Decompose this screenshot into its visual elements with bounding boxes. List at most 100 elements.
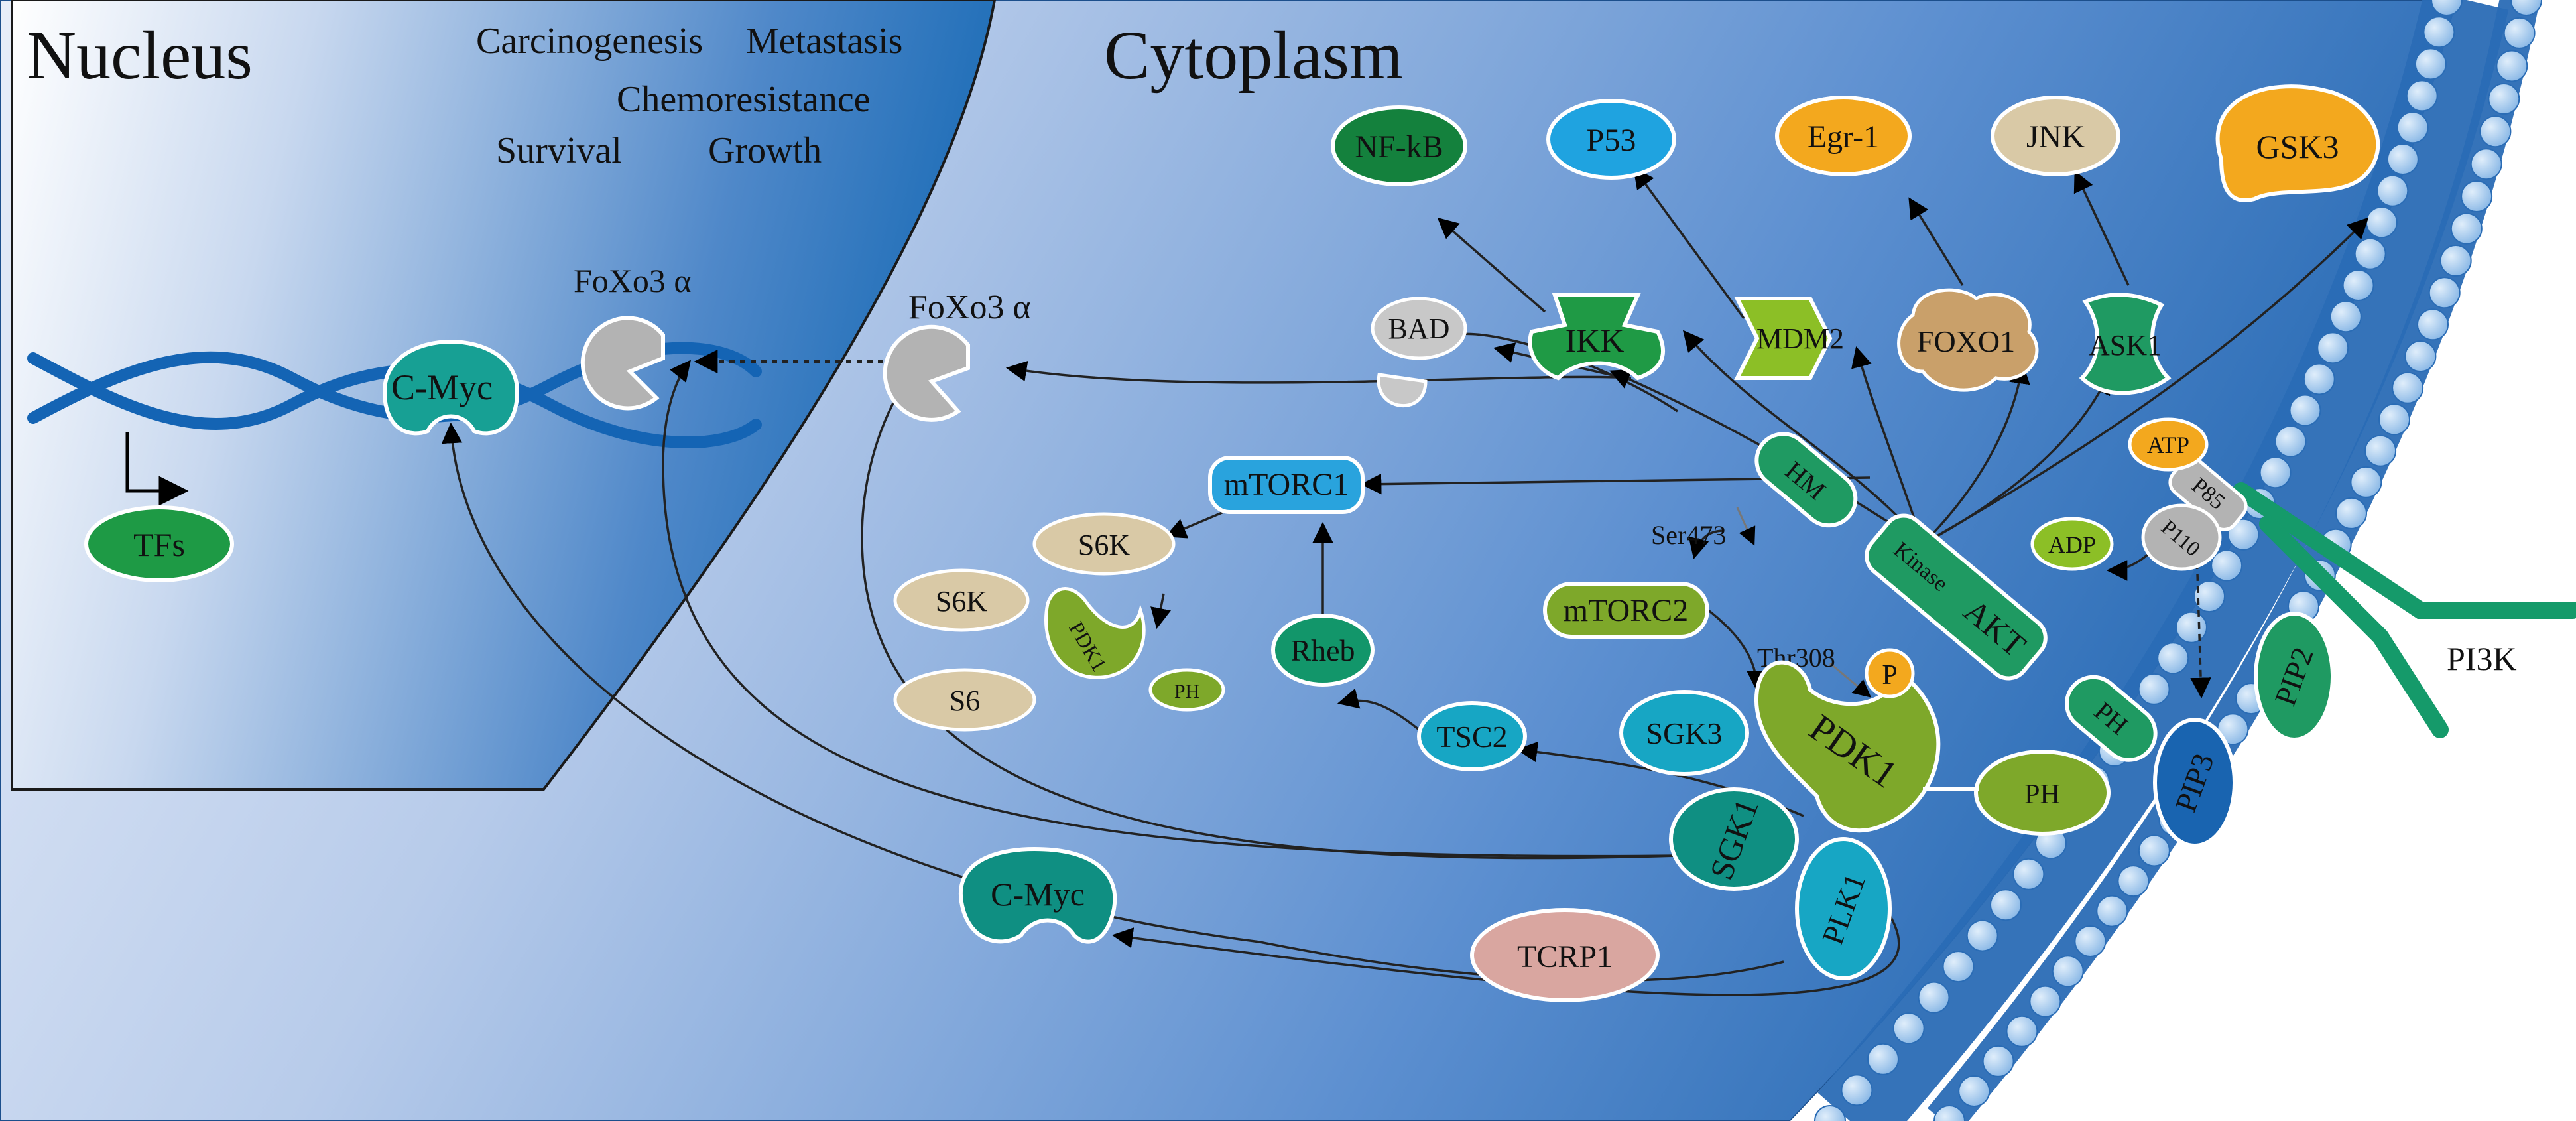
lipid-bead	[2117, 865, 2150, 897]
s6k-node-1: S6K	[1032, 512, 1176, 576]
svg-text:PH: PH	[2024, 779, 2060, 810]
p110-node: P110	[2141, 503, 2222, 571]
svg-text:mTORC2: mTORC2	[1564, 593, 1688, 628]
sgk1-node: SGK1	[1669, 787, 1799, 891]
outcome-survival: Survival	[496, 130, 622, 171]
lipid-bead	[1990, 889, 2022, 921]
svg-text:ATP: ATP	[2147, 432, 2189, 458]
lipid-bead	[2386, 143, 2419, 175]
lipid-bead	[2096, 895, 2128, 927]
lipid-bead	[2012, 858, 2045, 890]
lipid-bead	[2392, 371, 2424, 404]
lipid-bead	[2157, 642, 2189, 675]
lipid-bead	[2193, 580, 2225, 613]
lipid-bead	[2074, 925, 2107, 957]
svg-text:BAD: BAD	[1388, 312, 1450, 345]
jnk-node: JNK	[1991, 96, 2120, 176]
tss-arrow	[125, 432, 189, 506]
svg-text:PH: PH	[1174, 681, 1199, 702]
lipid-bead	[1982, 1045, 2014, 1077]
lipid-bead	[1892, 1012, 1925, 1045]
mtorc1-node: mTORC1	[1208, 456, 1365, 514]
lipid-bead	[2006, 1015, 2038, 1047]
mdm2-node: MDM2	[1734, 297, 1844, 380]
lipid-bead	[1958, 1075, 1991, 1107]
lipid-bead	[1942, 951, 1975, 983]
svg-text:TFs: TFs	[133, 526, 185, 563]
mtorc2-node: mTORC2	[1543, 582, 1709, 639]
lipid-bead	[2029, 985, 2061, 1018]
lipid-bead	[2052, 955, 2084, 988]
lipid-bead	[2342, 269, 2374, 301]
s6-node: S6	[893, 668, 1036, 732]
svg-text:C-Myc: C-Myc	[391, 367, 493, 407]
tfs-node: TFs	[84, 505, 234, 582]
ikk-node: IKK	[1528, 293, 1666, 381]
ph-small-node: PH	[1148, 668, 1225, 712]
atp-node: ATP	[2128, 417, 2209, 472]
bad-node: BAD	[1371, 297, 1467, 407]
svg-text:S6: S6	[950, 685, 980, 717]
nfkb-node: NF-kB	[1331, 105, 1467, 186]
svg-text:SGK3: SGK3	[1646, 716, 1722, 750]
lipid-bead	[1918, 981, 1950, 1014]
svg-text:IKK: IKK	[1565, 322, 1625, 359]
outcome-chemoresistance: Chemoresistance	[617, 79, 871, 120]
pi3k-label: PI3K	[2447, 640, 2517, 677]
lipid-bead	[2354, 237, 2386, 270]
pdk1-node: PDK1	[1754, 660, 1941, 833]
lipid-bead	[2496, 50, 2528, 82]
egr1-node: Egr-1	[1775, 96, 1912, 176]
svg-text:S6K: S6K	[936, 585, 987, 618]
svg-text:mTORC1: mTORC1	[1224, 467, 1349, 502]
gsk3-node: GSK3	[2215, 84, 2380, 202]
lipid-bead	[2404, 340, 2437, 373]
rheb-node: Rheb	[1271, 614, 1375, 687]
svg-text:ADP: ADP	[2048, 531, 2096, 558]
svg-text:TCRP1: TCRP1	[1517, 939, 1613, 974]
lipid-bead	[2289, 394, 2321, 427]
svg-text:JNK: JNK	[2026, 119, 2085, 155]
svg-text:FoXo3 α: FoXo3 α	[574, 262, 692, 299]
lipid-bead	[2406, 80, 2438, 112]
svg-text:P53: P53	[1587, 123, 1636, 158]
lipid-bead	[1814, 1105, 1846, 1121]
lipid-bead	[2211, 549, 2243, 582]
pdk1-ph-node: PH	[1974, 750, 2111, 836]
tsc2-node: TSC2	[1417, 701, 1527, 771]
lipid-bead	[2335, 497, 2367, 529]
pi3k-receptor	[2233, 482, 2576, 738]
lipid-bead	[2439, 245, 2472, 277]
lipid-bead	[2488, 83, 2520, 115]
lipid-bead	[2450, 212, 2483, 245]
lipid-bead	[2350, 466, 2382, 498]
lipid-bead	[2423, 16, 2455, 48]
tcrp1-node: TCRP1	[1470, 908, 1660, 1002]
foxo3a-cytoplasmic: FoXo3 α	[883, 289, 1031, 422]
svg-text:S6K: S6K	[1078, 529, 1130, 561]
lipid-bead	[2274, 425, 2307, 458]
lipid-bead	[2396, 111, 2429, 144]
lipid-bead	[1841, 1074, 1873, 1106]
pip3-node: PIP3	[2153, 718, 2237, 848]
svg-text:Rheb: Rheb	[1290, 633, 1355, 667]
svg-text:MDM2: MDM2	[1756, 322, 1844, 355]
lipid-bead	[2364, 434, 2397, 467]
ser473-label: Ser473	[1651, 520, 1726, 550]
lipid-bead	[2461, 180, 2493, 212]
lipid-bead	[2176, 611, 2207, 643]
lipid-bead	[2431, 0, 2463, 16]
lipid-bead	[2317, 332, 2349, 364]
lipid-bead	[2329, 300, 2362, 333]
cmyc-cytoplasmic: C-Myc	[958, 846, 1117, 944]
lipid-bead	[2417, 308, 2449, 341]
lipid-bead	[2479, 115, 2512, 148]
svg-text:GSK3: GSK3	[2256, 128, 2339, 165]
lipid-bead	[2259, 456, 2292, 489]
pdk1-small-node: PDK1	[1044, 587, 1146, 679]
svg-text:FoXo3 α: FoXo3 α	[908, 289, 1031, 326]
svg-text:TSC2: TSC2	[1436, 720, 1507, 754]
svg-text:FOXO1: FOXO1	[1917, 324, 2015, 358]
